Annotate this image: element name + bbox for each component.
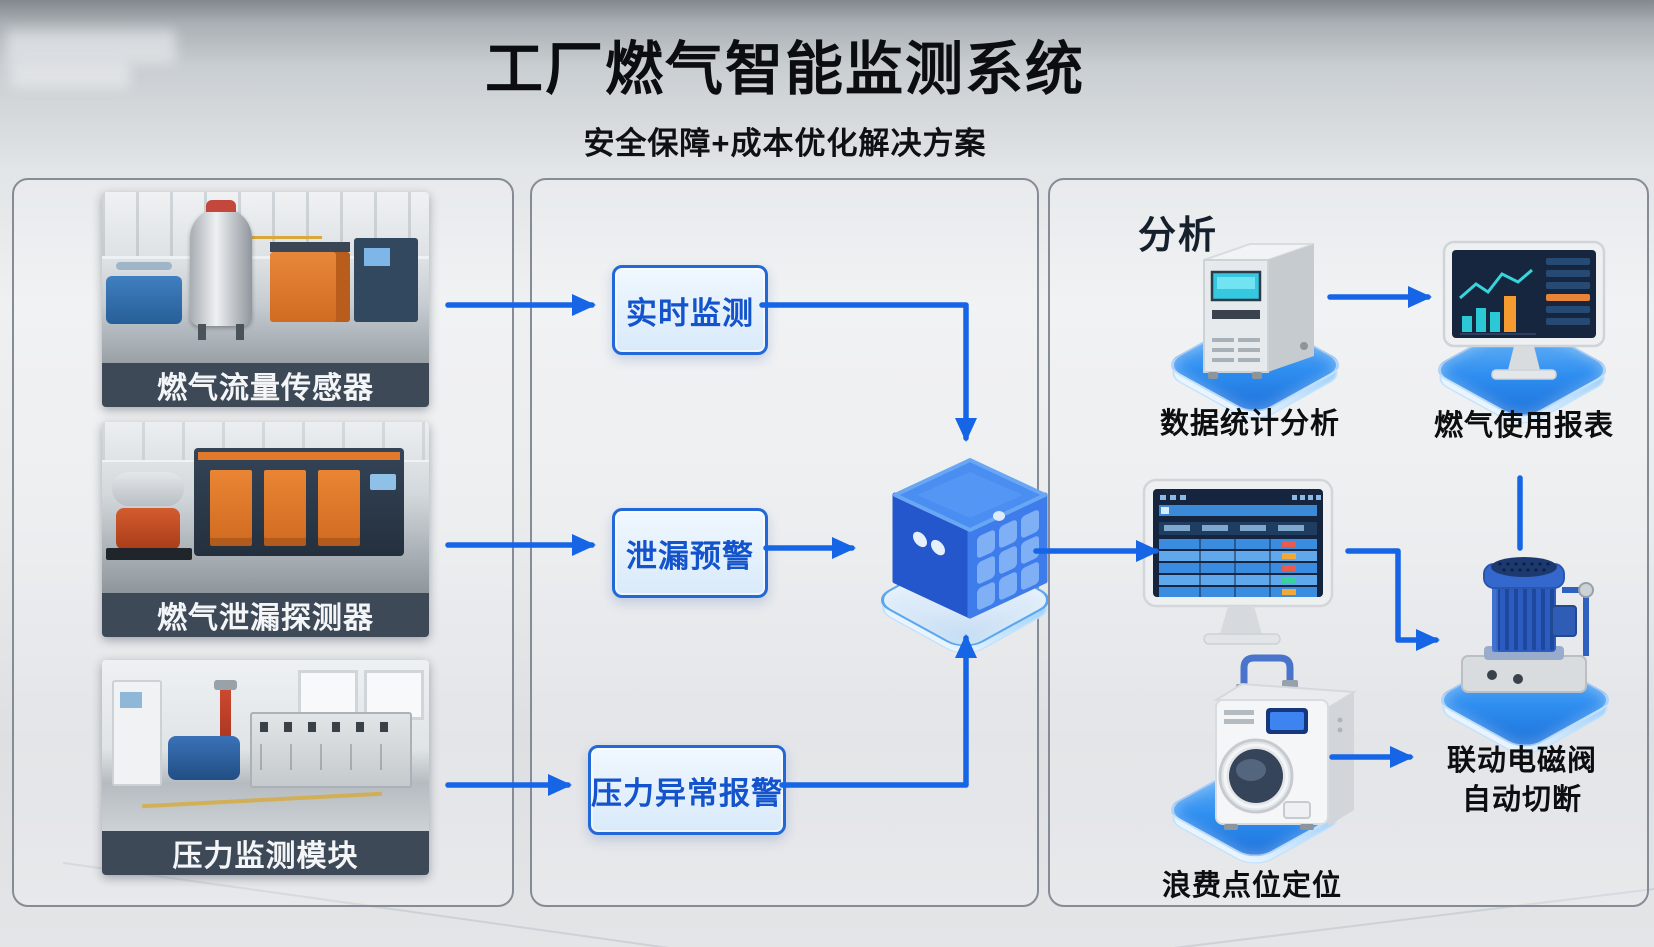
server-tower-icon [1203,243,1315,379]
process-box-label: 泄漏预警 [626,538,754,574]
process-box-label: 压力异常报警 [591,775,783,811]
waste-label: 浪费点位定位 [1161,870,1342,902]
factory-scene [102,422,429,593]
analysis-header: 分析 [1138,215,1219,257]
process-box-pressure-alarm: 压力异常报警 [588,745,786,835]
factory-scene [102,192,429,363]
blurred-watermark [6,30,176,64]
gas-flow-sensor-photo: 燃气流量传感器 [102,192,429,407]
photo-caption: 燃气流量传感器 [102,363,429,407]
blurred-watermark [10,62,130,88]
process-box-realtime: 实时监测 [612,265,768,355]
photo-caption: 压力监测模块 [102,831,429,875]
valve-label: 联动电磁阀 自动切断 [1412,742,1632,820]
gas-analyzer-washer-icon [1212,654,1358,830]
sensors-panel: 燃气流量传感器 燃气泄漏探测器 [12,178,514,907]
dashboard-monitor-icon [1442,240,1606,380]
solenoid-valve-pump-icon [1461,557,1594,693]
pressure-module-photo: 压力监测模块 [102,660,429,875]
stats-label: 数据统计分析 [1159,408,1340,440]
process-box-leak-warning: 泄漏预警 [612,508,768,598]
process-box-label: 实时监测 [626,295,754,331]
factory-scene [102,660,429,831]
page-subtitle: 安全保障+成本优化解决方案 [583,126,987,161]
analysis-panel: 分析 数据统计分析 [1048,178,1649,907]
valve-label-line1: 联动电磁阀 [1446,745,1597,777]
table-monitor-icon [1142,478,1334,645]
gas-leak-detector-photo: 燃气泄漏探测器 [102,422,429,637]
photo-caption: 燃气泄漏探测器 [102,593,429,637]
valve-label-line2: 自动切断 [1461,784,1582,816]
report-label: 燃气使用报表 [1433,410,1614,442]
gateway-cube-icon [892,458,1048,619]
page-title: 工厂燃气智能监测系统 [484,37,1085,102]
monitoring-panel: 实时监测 泄漏预警 压力异常报警 [530,178,1060,907]
